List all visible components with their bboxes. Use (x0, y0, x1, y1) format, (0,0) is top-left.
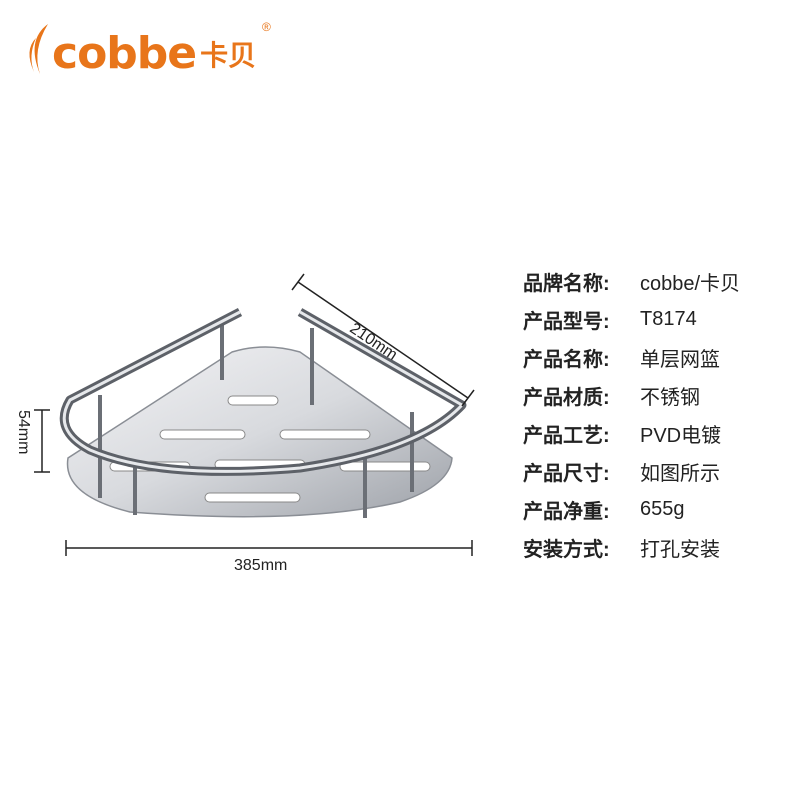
spec-label: 产品材质: (523, 386, 610, 409)
leaf-swoosh-icon (29, 24, 48, 74)
logo-cn: 卡贝 (200, 39, 257, 72)
width-dimension-label: 385mm (234, 557, 288, 574)
height-dimension-label: 54mm (15, 410, 32, 455)
spec-value: 655g (640, 497, 685, 520)
support-posts (98, 325, 414, 518)
spec-row-install: 安装方式: 打孔安装 (523, 528, 740, 566)
brand-logo: cobbe 卡贝 ® (22, 20, 271, 79)
spec-row-size: 产品尺寸: 如图所示 (523, 452, 740, 490)
spec-row-material: 产品材质: 不锈钢 (523, 376, 740, 414)
spec-label: 产品尺寸: (523, 462, 610, 485)
spec-list: 品牌名称: cobbe/卡贝 产品型号: T8174 产品名称: 单层网篮 产品材质:… (523, 262, 740, 566)
spec-value: 单层网篮 (640, 348, 720, 371)
dimension-lines (34, 273, 475, 556)
registered-mark: ® (262, 20, 271, 34)
logo-word: cobbe (52, 28, 197, 79)
spec-row-brand: 品牌名称: cobbe/卡贝 (523, 262, 740, 300)
spec-value: 不锈钢 (640, 386, 700, 409)
spec-label: 产品名称: (523, 348, 610, 371)
spec-value: T8174 (640, 307, 697, 330)
spec-value: cobbe/卡贝 (640, 272, 741, 295)
spec-value: PVD电镀 (640, 424, 722, 447)
spec-value: 如图所示 (640, 462, 720, 485)
spec-label: 产品工艺: (523, 424, 610, 447)
spec-row-model: 产品型号: T8174 (523, 300, 740, 338)
spec-row-weight: 产品净重: 655g (523, 490, 740, 528)
spec-label: 品牌名称: (523, 272, 610, 295)
spec-label: 产品净重: (523, 500, 610, 523)
spec-row-finish: 产品工艺: PVD电镀 (523, 414, 740, 452)
spec-label: 产品型号: (523, 310, 610, 333)
spec-label: 安装方式: (523, 538, 610, 561)
spec-row-name: 产品名称: 单层网篮 (523, 338, 740, 376)
spec-value: 打孔安装 (640, 538, 720, 561)
